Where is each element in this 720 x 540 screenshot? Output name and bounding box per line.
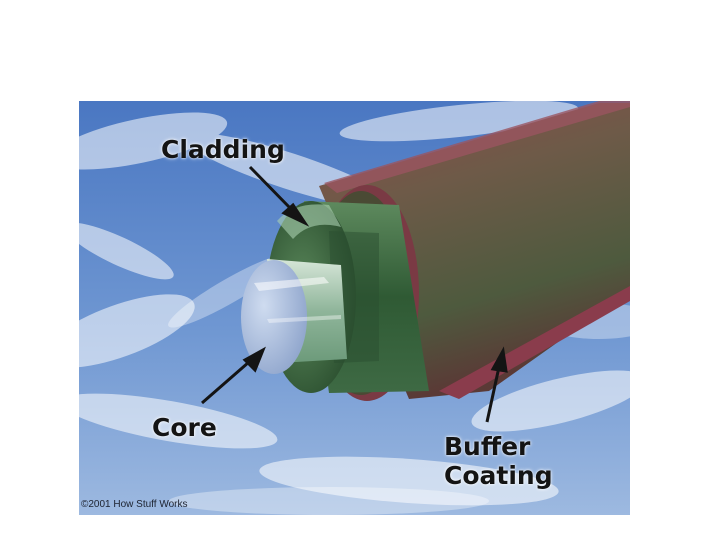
buffer-label-line2: Coating bbox=[444, 461, 553, 490]
buffer-coating-label: Buffer Coating bbox=[444, 432, 553, 490]
buffer-label-line1: Buffer bbox=[444, 432, 553, 461]
core-label: Core bbox=[152, 415, 217, 440]
fiber-optic-illustration: Cladding Core Buffer Coating ©2001 How S… bbox=[79, 101, 630, 515]
cladding-label: Cladding bbox=[161, 137, 285, 162]
copyright-notice: ©2001 How Stuff Works bbox=[81, 499, 188, 510]
